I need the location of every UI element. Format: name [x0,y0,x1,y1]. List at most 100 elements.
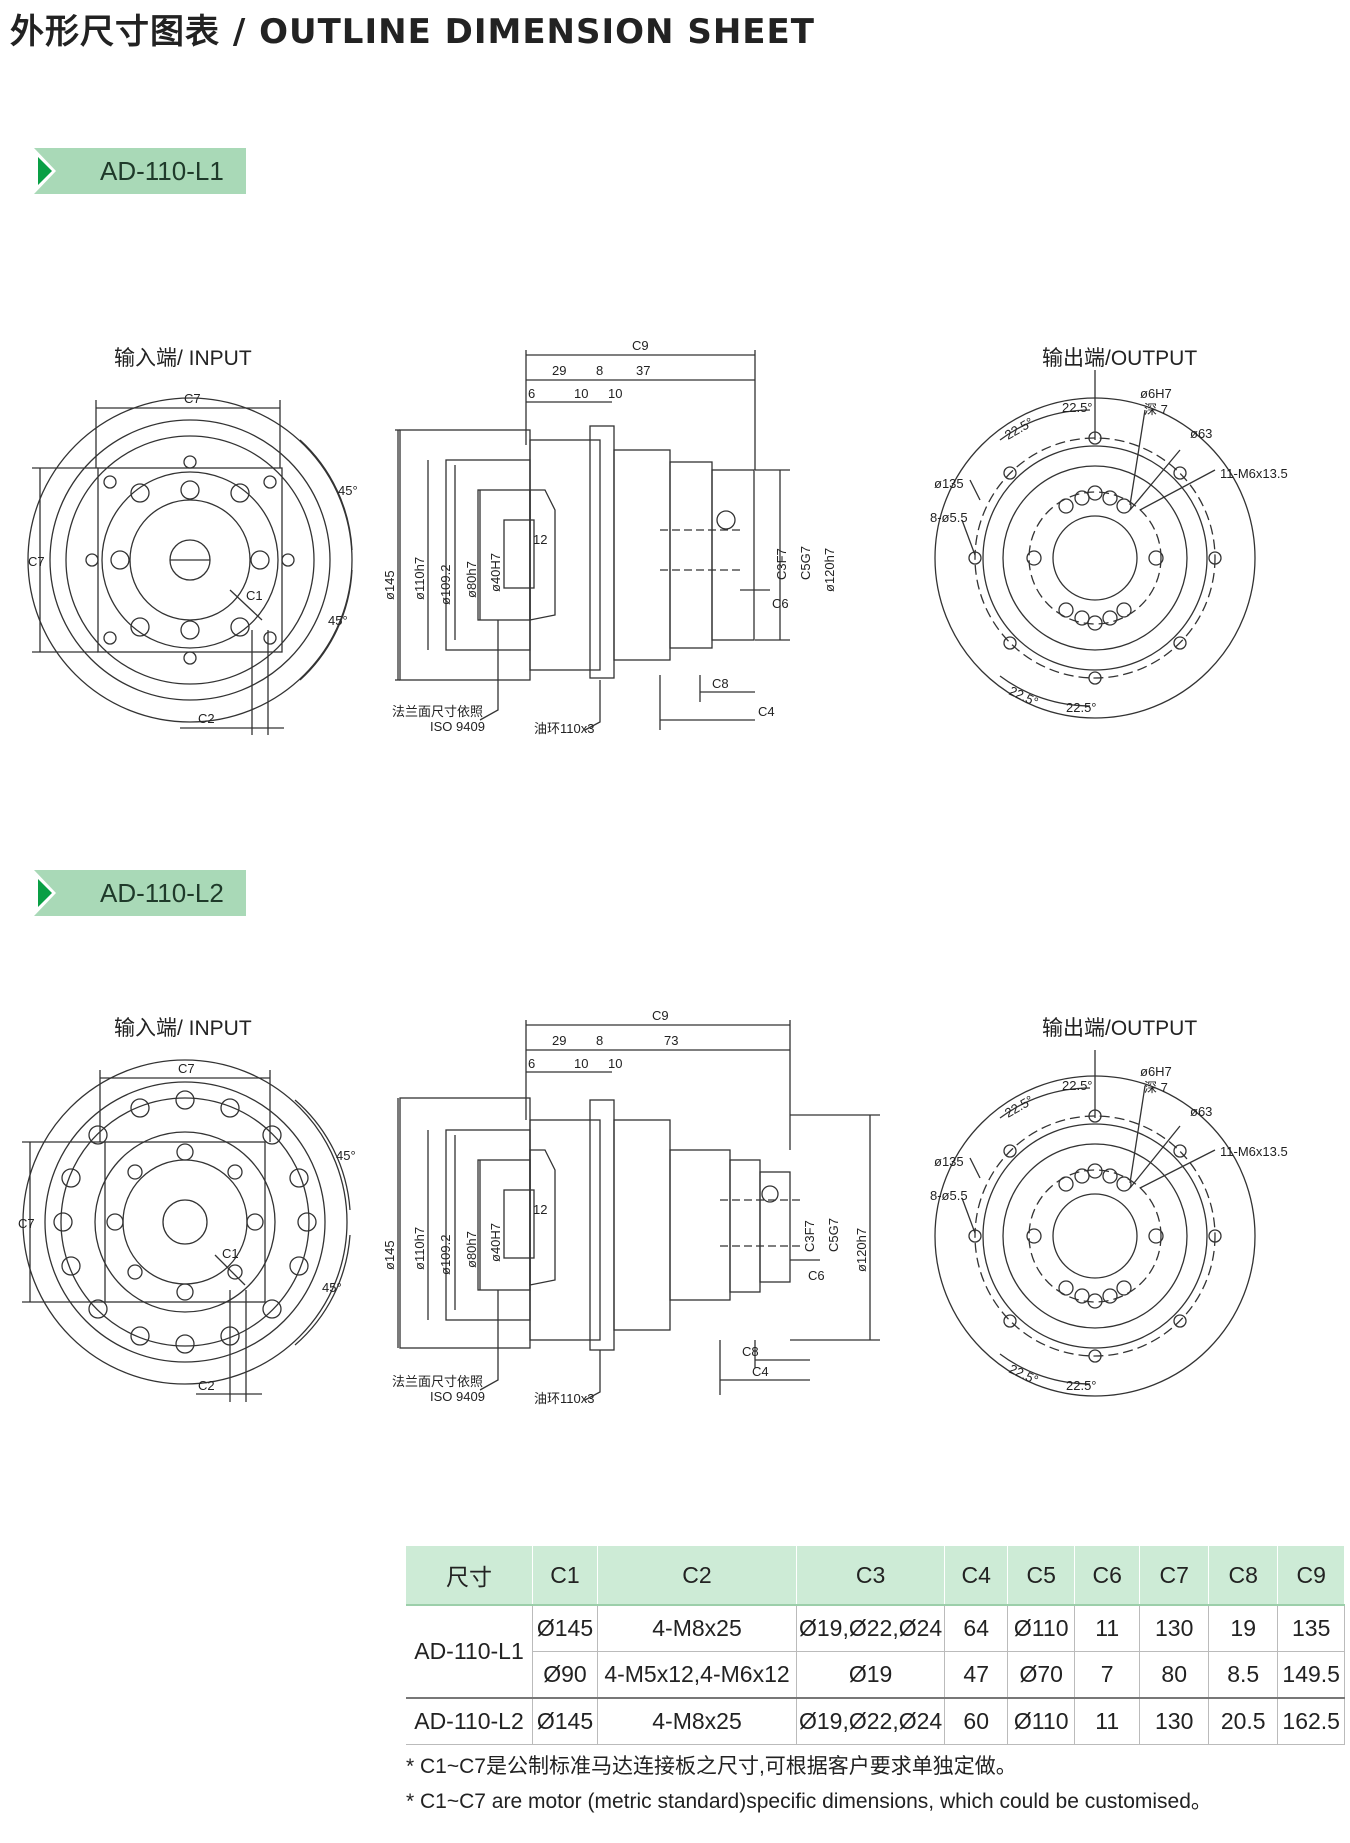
dim-angle-a2: 22.5° [1002,1092,1036,1120]
dim-angle-45-top: 45° [338,483,358,498]
table-cell: 47 [944,1651,1009,1699]
dim-c6: C6 [808,1268,825,1283]
dim-holes-8: 8-ø5.5 [930,1188,968,1203]
dim-8: 8 [596,1033,603,1048]
table-cell: Ø110 [1007,1605,1076,1652]
dim-10a: 10 [574,1056,588,1071]
dim-d120: ø120h7 [822,548,837,592]
dim-c2: C2 [198,711,215,726]
note-flange-line2: ISO 9409 [430,1389,485,1404]
table-cell: 60 [944,1698,1009,1745]
input-view [27,397,353,735]
table-cell: 19 [1208,1605,1279,1652]
dim-6: 6 [528,1056,535,1071]
dim-c5: C5G7 [826,1218,841,1252]
header-c8: C8 [1208,1546,1279,1606]
dim-c7-top: C7 [178,1061,195,1076]
dim-angle-a2: 22.5° [1002,414,1036,442]
model-tag-label: AD-110-L1 [100,156,224,186]
dim-angle-a1: 22.5° [1062,1078,1093,1093]
dim-d80: ø80h7 [464,561,479,598]
dim-8: 8 [596,363,603,378]
output-view [934,370,1256,719]
header-c4: C4 [944,1546,1009,1606]
header-c2: C2 [597,1546,797,1606]
output-view-label: 输出端/OUTPUT [1042,1017,1198,1040]
model-tag-l1: AD-110-L1 [34,148,246,194]
table-cell: Ø70 [1007,1651,1076,1699]
dim-angle-45-bottom: 45° [328,613,348,628]
dim-holes-8: 8-ø5.5 [930,510,968,525]
table-cell: Ø110 [1007,1698,1076,1745]
header-c3: C3 [796,1546,946,1606]
model-cell: AD-110-L1 [406,1605,533,1699]
dim-c1: C1 [246,588,263,603]
dim-c1: C1 [222,1246,239,1261]
dim-d1092: ø109.2 [438,1235,453,1275]
dim-angle-a3: 22.5° [1007,1361,1041,1387]
note-oring: 油环110x3 [534,721,594,736]
dim-d120: ø120h7 [854,1228,869,1272]
table-cell: 64 [944,1605,1009,1652]
note-oring: 油环110x3 [534,1391,594,1406]
table-cell: 20.5 [1208,1698,1279,1745]
table-cell: 7 [1074,1651,1141,1699]
input-view-label: 输入端/ INPUT [114,1017,252,1040]
dim-d135: ø135 [934,1154,964,1169]
dim-holes-11: 11-M6x13.5 [1220,1144,1288,1159]
table-cell: Ø19,Ø22,Ø24 [796,1698,946,1745]
output-view [934,1050,1256,1397]
dim-c9: C9 [632,338,649,353]
tag-arrow-icon [38,157,52,185]
note-english: * C1~C7 are motor (metric standard)speci… [406,1790,1212,1813]
drawing-set-l1: C7 C7 C1 C2 45° 45° C9 29 8 37 6 10 10 1… [27,338,1288,736]
dim-d110: ø110h7 [412,1227,427,1270]
model-tag-l2: AD-110-L2 [34,870,246,916]
table-cell: 149.5 [1277,1651,1346,1699]
table-row: AD-110-L1 Ø145 4-M8x25 Ø19,Ø22,Ø24 64 Ø1… [406,1605,1346,1699]
dim-c6: C6 [772,596,789,611]
header-c1: C1 [532,1546,598,1606]
model-tag-label: AD-110-L2 [100,878,224,908]
table-row: AD-110-L2 Ø145 4-M8x25 Ø19,Ø22,Ø24 60 Ø1… [406,1698,1346,1745]
dim-29: 29 [552,363,566,378]
dim-c8: C8 [742,1344,759,1359]
input-view-label: 输入端/ INPUT [114,347,252,370]
table-cell: Ø90 [532,1651,598,1699]
side-view [397,1020,880,1401]
table-cell: 4-M8x25 [597,1605,797,1652]
dim-angle-a4: 22.5° [1066,1378,1097,1393]
dim-c2: C2 [198,1378,215,1393]
dim-c9: C9 [652,1008,669,1023]
header-size: 尺寸 [406,1546,533,1606]
dim-c5: C5G7 [798,546,813,580]
dim-d6h7: ø6H7 [1140,1064,1172,1079]
dim-angle-45-bottom: 45° [322,1280,342,1295]
table-cell: 11 [1074,1605,1141,1652]
table-cell: 130 [1139,1698,1210,1745]
table-cell: 80 [1139,1651,1210,1699]
dim-d1092: ø109.2 [438,565,453,605]
table-cell: 11 [1074,1698,1141,1745]
dim-d135: ø135 [934,476,964,491]
table-header-row: 尺寸 C1 C2 C3 C4 C5 C6 C7 C8 C9 [406,1546,1346,1606]
note-chinese: * C1~C7是公制标准马达连接板之尺寸,可根据客户要求单独定做。 [406,1755,1017,1778]
table-cell: 4-M5x12,4-M6x12 [597,1651,797,1699]
dim-c4: C4 [758,704,775,719]
dim-holes-11: 11-M6x13.5 [1220,466,1288,481]
tag-arrow-icon [38,879,52,907]
dim-angle-a1: 22.5° [1062,400,1093,415]
table-row: Ø90 4-M5x12,4-M6x12 Ø19 47 Ø70 7 80 8.5 … [406,1651,1346,1699]
header-c6: C6 [1074,1546,1141,1606]
dim-6: 6 [528,386,535,401]
table-cell: Ø145 [532,1698,598,1745]
dim-10b: 10 [608,1056,622,1071]
dim-d145: ø145 [382,1240,397,1270]
dim-d63: ø63 [1190,1104,1212,1119]
dim-rear: 73 [664,1033,678,1048]
dim-d110: ø110h7 [412,557,427,600]
dim-12: 12 [533,532,547,547]
dim-angle-a4: 22.5° [1066,700,1097,715]
dim-d40: ø40H7 [488,1223,503,1262]
dim-depth: 深 7 [1144,402,1168,417]
